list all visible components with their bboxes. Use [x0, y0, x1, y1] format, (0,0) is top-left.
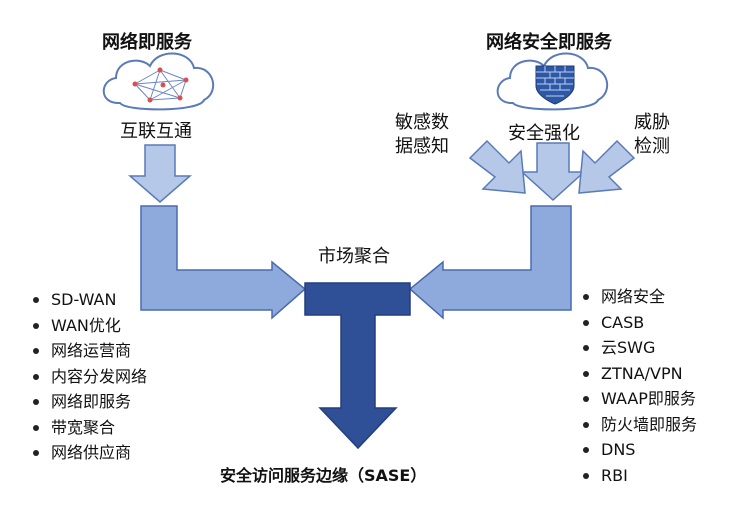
- right-service-list: 网络安全 CASB 云SWG ZTNA/VPN WAAP即服务 防火墙即服务 D…: [583, 284, 697, 488]
- left-title: 网络即服务: [102, 32, 192, 53]
- right-input-right-line-1: 威胁: [634, 112, 670, 133]
- list-item: CASB: [583, 310, 697, 336]
- list-item: 云SWG: [583, 335, 697, 361]
- list-item: WAN优化: [33, 313, 147, 339]
- firewall-cloud-icon: [496, 52, 608, 111]
- list-item: 网络运营商: [33, 338, 147, 364]
- right-merge-arrow: [408, 205, 572, 320]
- right-center-input-arrow: [520, 142, 586, 202]
- right-input-left-label: 敏感数 据感知: [395, 111, 449, 159]
- list-item: SD-WAN: [33, 287, 147, 313]
- right-input-center-label: 安全强化: [508, 123, 580, 144]
- right-input-right-label: 威胁 检测: [634, 111, 670, 159]
- right-left-diagonal-arrow: [468, 139, 526, 194]
- merge-label: 市场聚合: [318, 246, 390, 267]
- list-item: 内容分发网络: [33, 364, 147, 390]
- sase-output-arrow: [304, 282, 411, 450]
- right-input-right-line-2: 检测: [634, 136, 670, 157]
- list-item: ZTNA/VPN: [583, 361, 697, 387]
- list-item: 网络即服务: [33, 389, 147, 415]
- right-input-left-line-2: 据感知: [395, 136, 449, 157]
- right-title: 网络安全即服务: [486, 32, 612, 53]
- bottom-label: 安全访问服务边缘（SASE）: [220, 466, 427, 485]
- list-item: 防火墙即服务: [583, 412, 697, 438]
- list-item: 网络安全: [583, 284, 697, 310]
- list-item: WAAP即服务: [583, 386, 697, 412]
- list-item: 网络供应商: [33, 440, 147, 466]
- list-item: DNS: [583, 437, 697, 463]
- left-node-label: 互联互通: [120, 121, 192, 142]
- list-item: 带宽聚合: [33, 415, 147, 441]
- left-service-list: SD-WAN WAN优化 网络运营商 内容分发网络 网络即服务 带宽聚合 网络供…: [33, 287, 147, 466]
- right-right-diagonal-arrow: [578, 139, 636, 194]
- right-input-left-line-1: 敏感数: [395, 112, 449, 133]
- network-cloud-icon: [102, 52, 214, 111]
- left-merge-arrow: [140, 205, 307, 320]
- list-item: RBI: [583, 463, 697, 489]
- left-input-arrow: [127, 144, 193, 203]
